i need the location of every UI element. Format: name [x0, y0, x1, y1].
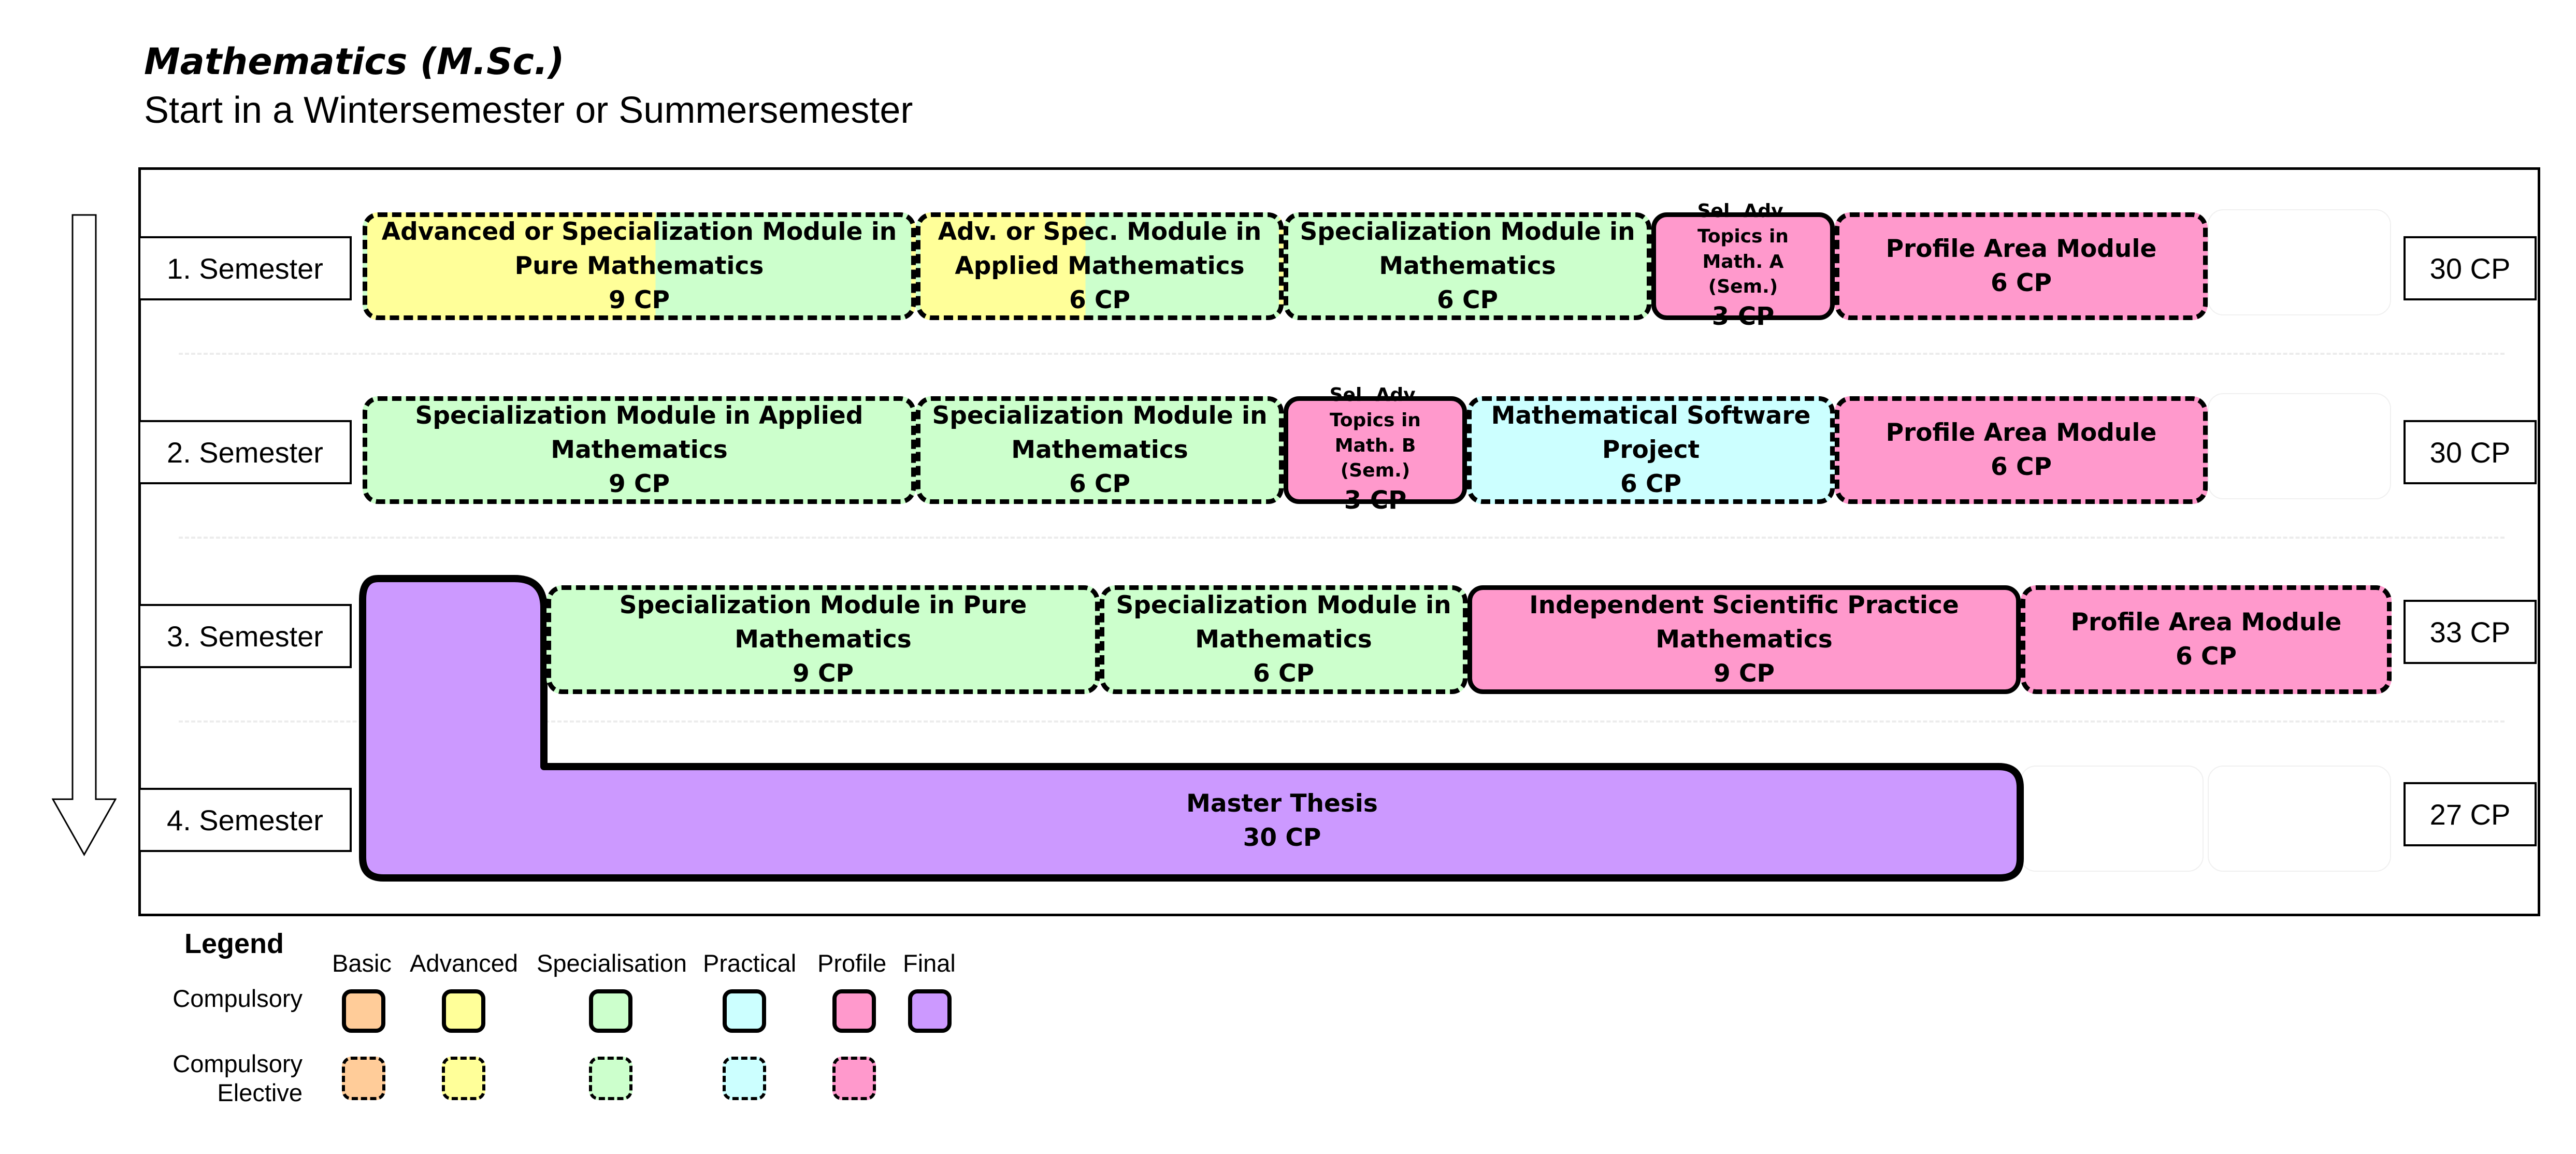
module-title: Profile Area Module — [1886, 419, 2157, 448]
module-card: Specialization Module in Pure Mathematic… — [546, 585, 1100, 694]
empty-slot — [2208, 766, 2391, 872]
master-thesis-label: Master Thesis 30 CP — [544, 769, 2020, 873]
study-plan-frame — [138, 167, 2540, 916]
row-separator — [179, 720, 2505, 723]
row-separator — [179, 537, 2505, 539]
module-card: Mathematical Software Project 6 CP — [1467, 396, 1835, 504]
module-card: Profile Area Module 6 CP — [1835, 212, 2208, 320]
module-cp: 9 CP — [608, 469, 670, 498]
semester-label-1: 1. Semester — [138, 236, 352, 300]
legend-column-specialisation: Specialisation — [537, 949, 687, 977]
legend-swatch-advanced-compulsory — [442, 989, 485, 1033]
module-title: Profile Area Module — [2070, 608, 2342, 637]
semester-cp-4: 27 CP — [2404, 782, 2537, 846]
page-subtitle: Start in a Wintersemester or Summersemes… — [144, 90, 913, 131]
module-card: Sel. Adv. Topics in Math. A (Sem.) 3 CP — [1651, 200, 1835, 331]
legend-swatch-practical-elective — [723, 1057, 766, 1100]
legend-swatch-practical-compulsory — [723, 989, 766, 1033]
module-card: Specialization Module in Applied Mathema… — [363, 396, 916, 504]
module-cp: 6 CP — [1069, 469, 1130, 498]
legend-column-advanced: Advanced — [410, 949, 519, 977]
module-cp: 6 CP — [1990, 453, 2052, 481]
module-card: Adv. or Spec. Module in Applied Mathemat… — [916, 212, 1284, 320]
module-card: Profile Area Module 6 CP — [1835, 396, 2208, 504]
page-title: Mathematics (M.Sc.) — [144, 40, 565, 83]
legend-column-profile: Profile — [817, 949, 887, 977]
module-title: Advanced or Specialization Module in Pur… — [381, 218, 897, 281]
legend-swatch-specialisation-elective — [589, 1057, 632, 1100]
module-cp: 6 CP — [1069, 285, 1130, 314]
legend-swatch-final-compulsory — [908, 989, 952, 1033]
module-cp: 3 CP — [1711, 301, 1775, 331]
legend-row-compulsory-elective: Compulsory Elective — [172, 1050, 303, 1107]
legend-column-practical: Practical — [703, 949, 797, 977]
module-title: Profile Area Module — [1886, 235, 2157, 264]
module-card: Advanced or Specialization Module in Pur… — [363, 212, 916, 320]
module-card: Specialization Module in Mathematics 6 C… — [916, 396, 1284, 504]
module-title: Mathematical Software Project — [1491, 401, 1811, 465]
module-card: Independent Scientific Practice Mathemat… — [1467, 585, 2021, 694]
module-cp: 6 CP — [2175, 642, 2237, 671]
legend-swatch-specialisation-compulsory — [589, 989, 632, 1033]
module-title: Adv. or Spec. Module in Applied Mathemat… — [938, 218, 1262, 281]
legend-title: Legend — [184, 928, 284, 959]
module-title: Sel. Adv. Topics in Math. B (Sem.) — [1329, 384, 1421, 482]
module-title: Independent Scientific Practice Mathemat… — [1529, 591, 1959, 654]
module-card: Specialization Module in Mathematics 6 C… — [1284, 212, 1651, 320]
module-title: Specialization Module in Applied Mathema… — [415, 401, 864, 465]
master-thesis-shape — [359, 575, 2024, 882]
semester-label-3: 3. Semester — [138, 604, 352, 668]
module-cp: 6 CP — [1253, 659, 1314, 688]
module-title: Specialization Module in Pure Mathematic… — [619, 591, 1027, 654]
empty-slot — [2208, 393, 2391, 499]
module-cp: 6 CP — [1620, 469, 1681, 498]
module-cp: 9 CP — [608, 285, 670, 314]
semester-cp-2: 30 CP — [2404, 420, 2537, 484]
semester-label-2: 2. Semester — [138, 420, 352, 484]
legend-column-basic: Basic — [332, 949, 392, 977]
module-cp: 6 CP — [1990, 269, 2052, 297]
module-title: Specialization Module in Mathematics — [1300, 218, 1635, 281]
module-title: Specialization Module in Mathematics — [932, 401, 1268, 465]
module-card: Profile Area Module 6 CP — [2021, 585, 2392, 694]
semester-label-4: 4. Semester — [138, 788, 352, 852]
legend-row-compulsory: Compulsory — [172, 985, 303, 1012]
empty-slot — [2020, 766, 2204, 872]
semester-cp-3: 33 CP — [2404, 600, 2537, 664]
row-separator — [179, 353, 2505, 355]
legend-swatch-advanced-elective — [442, 1057, 485, 1100]
module-cp: 3 CP — [1344, 485, 1407, 515]
module-title: Master Thesis — [1186, 789, 1378, 818]
module-card: Sel. Adv. Topics in Math. B (Sem.) 3 CP — [1284, 384, 1467, 515]
module-cp: 30 CP — [1243, 824, 1321, 852]
legend-swatch-basic-elective — [342, 1057, 385, 1100]
module-title: Sel. Adv. Topics in Math. A (Sem.) — [1697, 200, 1789, 298]
legend-swatch-profile-compulsory — [832, 989, 876, 1033]
legend-column-final: Final — [903, 949, 956, 977]
module-title: Specialization Module in Mathematics — [1116, 591, 1451, 654]
module-cp: 9 CP — [1713, 659, 1775, 688]
semester-cp-1: 30 CP — [2404, 236, 2537, 300]
legend-swatch-profile-elective — [832, 1057, 876, 1100]
module-card: Specialization Module in Mathematics 6 C… — [1100, 585, 1467, 694]
legend-swatch-basic-compulsory — [342, 989, 385, 1033]
module-cp: 6 CP — [1436, 285, 1498, 314]
empty-slot — [2208, 209, 2391, 315]
module-cp: 9 CP — [792, 659, 854, 688]
arrow-down-icon — [52, 214, 117, 856]
